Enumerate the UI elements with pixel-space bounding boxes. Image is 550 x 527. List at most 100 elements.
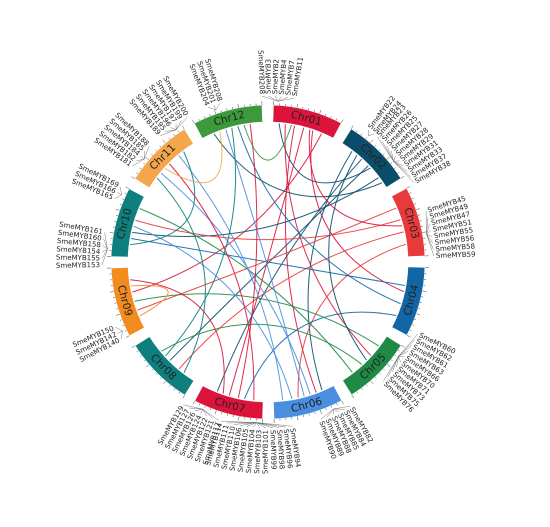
tick-mark [400,175,405,179]
gene-leader-line [114,194,122,199]
synteny-link [161,323,363,365]
gene-leader-line [117,192,122,195]
gene-leader-line [393,161,414,183]
gene-leader-line [102,245,108,250]
gene-leader-line [398,333,418,357]
tick-mark [341,400,344,405]
chromosome-chr12 [193,104,263,139]
tick-mark [209,408,212,411]
gene-leader-line [256,422,260,428]
gene-leader-line [398,356,401,362]
gene-label: SmeMYB2 [271,59,280,94]
tick-mark [370,380,374,385]
synteny-link [310,130,404,293]
synteny-link [164,131,223,184]
tick-mark [409,329,412,332]
gene-leader-line [393,155,396,162]
gene-leader-line [392,356,399,373]
tick-mark [155,373,158,375]
synteny-link [139,208,353,373]
synteny-link [156,177,206,373]
chromosome-chr08 [134,336,195,396]
chromosome-chr03 [391,187,426,257]
gene-leader-line [103,238,108,250]
tick-mark [109,291,114,293]
tick-mark [178,391,181,394]
tick-mark [397,349,400,352]
tick-mark [351,394,355,399]
tick-mark [114,302,117,304]
tick-mark [168,137,171,140]
tick-mark [238,416,240,421]
gene-leader-line [320,408,334,420]
tick-mark [411,324,414,326]
synteny-link [131,285,169,317]
synteny-link [160,172,311,395]
tick-mark [394,167,396,169]
tick-mark [314,411,316,414]
gene-leader-line [382,141,394,162]
gene-leader-line [221,421,257,423]
gene-leader-line [136,158,145,162]
tick-mark [122,324,125,327]
gene-leader-line [115,327,123,332]
gene-label: SmeMYB154 [56,245,101,256]
gene-leader-line [274,96,279,102]
gene-leader-line [398,351,409,357]
gene-leader-line [256,422,293,427]
tick-mark [325,407,327,410]
tick-mark [163,381,167,385]
tick-mark [308,413,310,416]
gene-leader-line [426,229,432,235]
tick-mark [386,156,391,160]
tick-mark [406,335,411,338]
tick-mark [390,162,393,165]
tick-mark [220,110,222,113]
gene-label: SmeMYB4 [278,59,289,95]
gene-leader-line [240,422,257,426]
tick-mark [131,345,136,349]
gene-leader-line [176,116,188,130]
tick-mark [341,119,344,124]
tick-mark [124,330,127,332]
gene-label: SmeMYB3 [265,59,273,94]
synteny-link [237,126,401,305]
tick-mark [374,376,377,379]
tick-mark [379,372,381,375]
tick-mark [139,167,142,170]
gene-leader-line [170,127,177,130]
tick-mark [173,134,175,136]
gene-leader-line [200,409,203,414]
gene-leader-line [277,97,289,102]
tick-mark [413,203,416,205]
gene-leader-line [175,120,182,130]
synteny-link [237,124,258,398]
tick-mark [313,109,315,112]
tick-mark [355,130,358,133]
gene-leader-line [398,339,415,357]
tick-mark [411,197,414,200]
chromosome-chr05 [342,335,402,396]
tick-mark [155,149,157,152]
tick-mark [192,119,195,124]
gene-leader-line [426,223,430,235]
gene-leader-line [368,133,374,137]
gene-leader-line [277,96,282,102]
tick-mark [409,192,412,194]
gene-leader-line [215,102,221,110]
gene-label: SmeMYB208 [256,50,266,94]
gene-leader-line [256,422,286,428]
gene-leader-line [256,422,280,428]
tick-mark [116,308,119,310]
synteny-link [213,133,383,198]
chromosome-chr09 [110,267,145,337]
synteny-link [243,124,292,161]
tick-mark [203,116,206,119]
tick-mark [416,313,421,316]
gene-leader-line [386,146,394,162]
tick-mark [419,302,422,304]
tick-mark [361,388,363,390]
tick-mark [125,335,130,338]
gene-leader-line [101,249,108,259]
gene-leader-line [101,249,108,266]
